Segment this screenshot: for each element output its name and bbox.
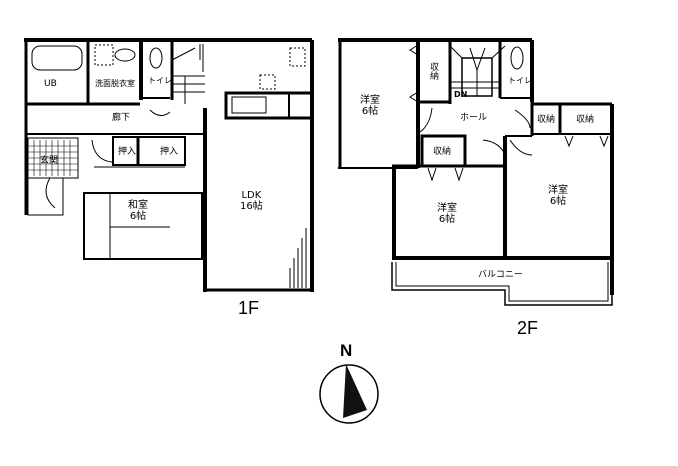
floor-label-1f: 1F bbox=[238, 298, 260, 318]
room-label-unit-bath: UB bbox=[44, 79, 57, 89]
floor-label-2f: 2F bbox=[517, 318, 539, 338]
room-label-storage-c: 収納 bbox=[537, 115, 556, 125]
room-label-western-room-se: 洋室 6帖 bbox=[548, 185, 568, 207]
room-label-hallway: 廊下 bbox=[112, 113, 131, 123]
room-label-balcony: バルコニー bbox=[478, 270, 523, 280]
room-label-toilet-2f: トイレ bbox=[508, 76, 532, 85]
room-label-closet-b: 押入 bbox=[160, 147, 179, 157]
stair-down-label: DN bbox=[454, 90, 468, 99]
room-label-western-room-sw: 洋室 6帖 bbox=[437, 203, 457, 225]
room-label-hall: ホール bbox=[460, 113, 488, 123]
room-label-japanese-room: 和室 6帖 bbox=[128, 200, 148, 222]
room-label-entrance: 玄関 bbox=[40, 156, 59, 166]
room-label-washroom: 洗面脱衣室 bbox=[95, 79, 135, 88]
room-label-storage-a: 収納 bbox=[428, 62, 438, 80]
north-label: N bbox=[340, 341, 353, 360]
room-label-storage-d: 収納 bbox=[576, 115, 595, 125]
room-label-storage-b: 収納 bbox=[433, 147, 452, 157]
room-label-closet-a: 押入 bbox=[118, 147, 137, 157]
room-label-ldk: LDK 16帖 bbox=[240, 190, 263, 212]
room-label-western-room-nw: 洋室 6帖 bbox=[360, 95, 380, 117]
room-label-toilet-1f: トイレ bbox=[148, 76, 172, 85]
